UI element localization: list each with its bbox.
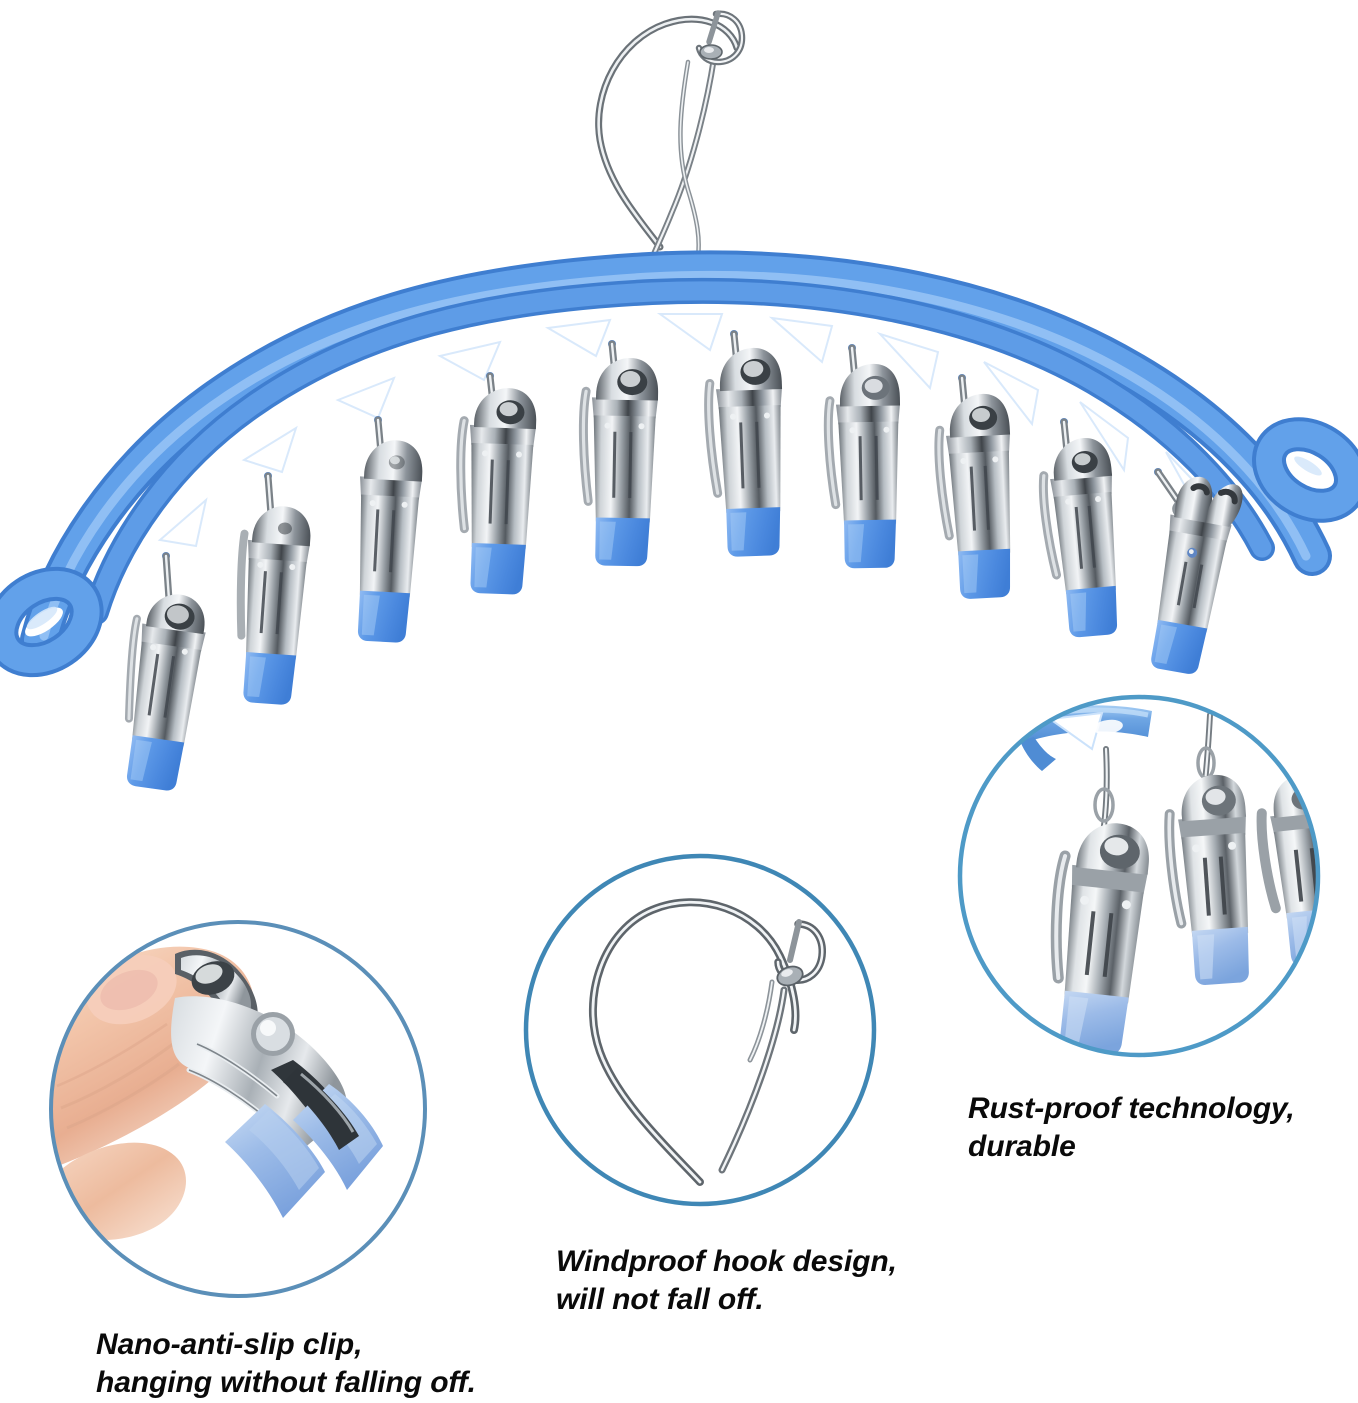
clip-7 <box>823 344 901 569</box>
caption-rust-proof-technology: Rust-proof technology, durable <box>968 1092 1295 1164</box>
clip-6 <box>704 330 783 557</box>
clip-5 <box>578 340 659 567</box>
clip-3 <box>357 416 423 643</box>
clip-9 <box>1038 418 1118 638</box>
nano-anti-slip-clip-inset <box>49 920 427 1298</box>
hanger-frame <box>0 250 1358 678</box>
caption-windproof-hook: Windproof hook design, will not fall off… <box>556 1245 897 1317</box>
clip-1 <box>124 552 206 791</box>
clip-2 <box>236 472 311 705</box>
caption-nano-anti-slip-clip: Nano-anti-slip clip, hanging without fal… <box>96 1328 476 1400</box>
windproof-hook-inset <box>523 853 877 1207</box>
clip-10 <box>1151 468 1243 674</box>
rust-proof-technology-inset <box>957 694 1321 1058</box>
frame-end-loop-right <box>1252 417 1358 523</box>
windproof-hook <box>595 10 746 265</box>
frame-end-loop-left <box>0 566 104 678</box>
clip-4 <box>456 372 537 595</box>
clip-8 <box>934 374 1011 599</box>
